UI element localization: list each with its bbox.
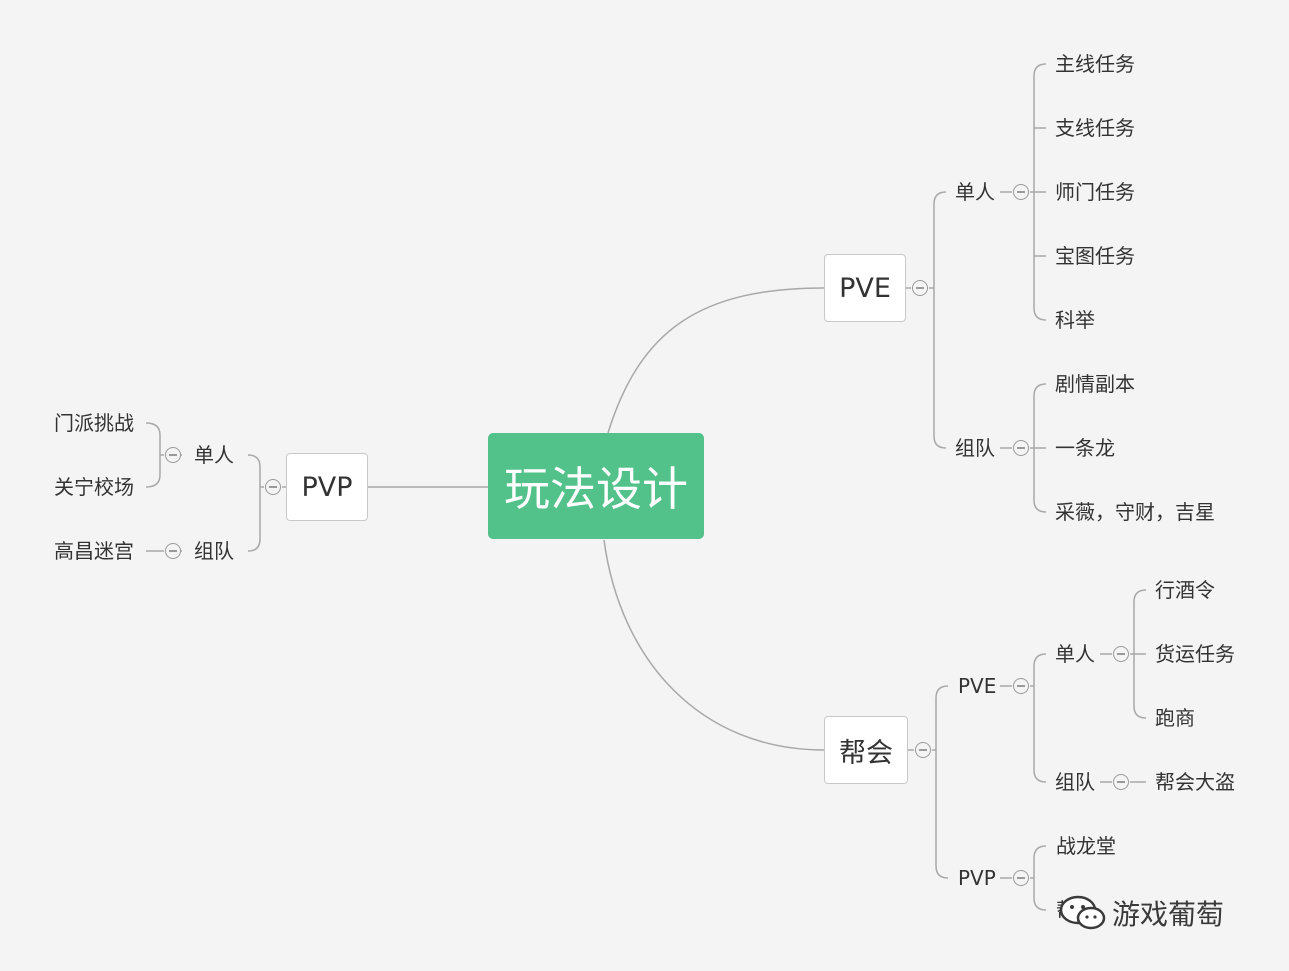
guild-pve-collapse-icon[interactable]	[1013, 678, 1029, 694]
pve-team-item[interactable]: 剧情副本	[1055, 372, 1135, 396]
guild-pvp-item[interactable]: 战龙堂	[1056, 834, 1116, 858]
wechat-icon	[1059, 895, 1106, 930]
pvp-solo-collapse-icon[interactable]	[165, 447, 181, 463]
guild-pve-team-label[interactable]: 组队	[1055, 770, 1095, 794]
guild-pve-solo-label[interactable]: 单人	[1055, 642, 1095, 666]
pve-label: PVE	[839, 272, 891, 304]
root-node[interactable]: 玩法设计	[488, 433, 704, 539]
pve-solo-item[interactable]: 宝图任务	[1055, 244, 1135, 268]
guild-pve-team-item[interactable]: 帮会大盗	[1155, 770, 1235, 794]
pve-node[interactable]: PVE	[824, 254, 906, 322]
guild-pve-solo-item[interactable]: 行酒令	[1155, 578, 1215, 602]
pvp-team-item[interactable]: 高昌迷宫	[54, 539, 134, 563]
pvp-label: PVP	[301, 471, 353, 503]
pve-solo-item[interactable]: 主线任务	[1055, 52, 1135, 76]
guild-collapse-icon[interactable]	[915, 742, 931, 758]
guild-label: 帮会	[839, 737, 893, 769]
pvp-solo-item[interactable]: 关宁校场	[54, 475, 134, 499]
pvp-solo-item[interactable]: 门派挑战	[54, 411, 134, 435]
root-label: 玩法设计	[504, 462, 688, 516]
guild-node[interactable]: 帮会	[824, 716, 908, 784]
guild-pvp-collapse-icon[interactable]	[1013, 870, 1029, 886]
pvp-node[interactable]: PVP	[286, 453, 368, 521]
pve-solo-item[interactable]: 师门任务	[1055, 180, 1135, 204]
pve-solo-label[interactable]: 单人	[955, 180, 995, 204]
guild-pve-team-collapse-icon[interactable]	[1113, 774, 1129, 790]
pve-team-label[interactable]: 组队	[955, 436, 995, 460]
pvp-collapse-icon[interactable]	[265, 479, 281, 495]
pve-solo-collapse-icon[interactable]	[1013, 184, 1029, 200]
pve-collapse-icon[interactable]	[912, 280, 928, 296]
pve-team-item[interactable]: 采薇，守财，吉星	[1055, 500, 1215, 524]
pve-team-item[interactable]: 一条龙	[1055, 436, 1115, 460]
pvp-team-collapse-icon[interactable]	[165, 543, 181, 559]
pve-team-collapse-icon[interactable]	[1013, 440, 1029, 456]
guild-pve-solo-collapse-icon[interactable]	[1113, 646, 1129, 662]
pvp-solo-label[interactable]: 单人	[194, 443, 234, 467]
pvp-team-label[interactable]: 组队	[194, 539, 234, 563]
guild-pve-solo-item[interactable]: 跑商	[1155, 706, 1195, 730]
watermark-text: 游戏葡萄	[1112, 898, 1225, 931]
guild-pve-solo-item[interactable]: 货运任务	[1155, 642, 1235, 666]
guild-pve-label[interactable]: PVE	[958, 674, 997, 698]
pve-solo-item[interactable]: 科举	[1055, 308, 1095, 332]
guild-pvp-label[interactable]: PVP	[958, 866, 996, 890]
pve-solo-item[interactable]: 支线任务	[1055, 116, 1135, 140]
watermark: 游戏葡萄	[1058, 890, 1224, 936]
